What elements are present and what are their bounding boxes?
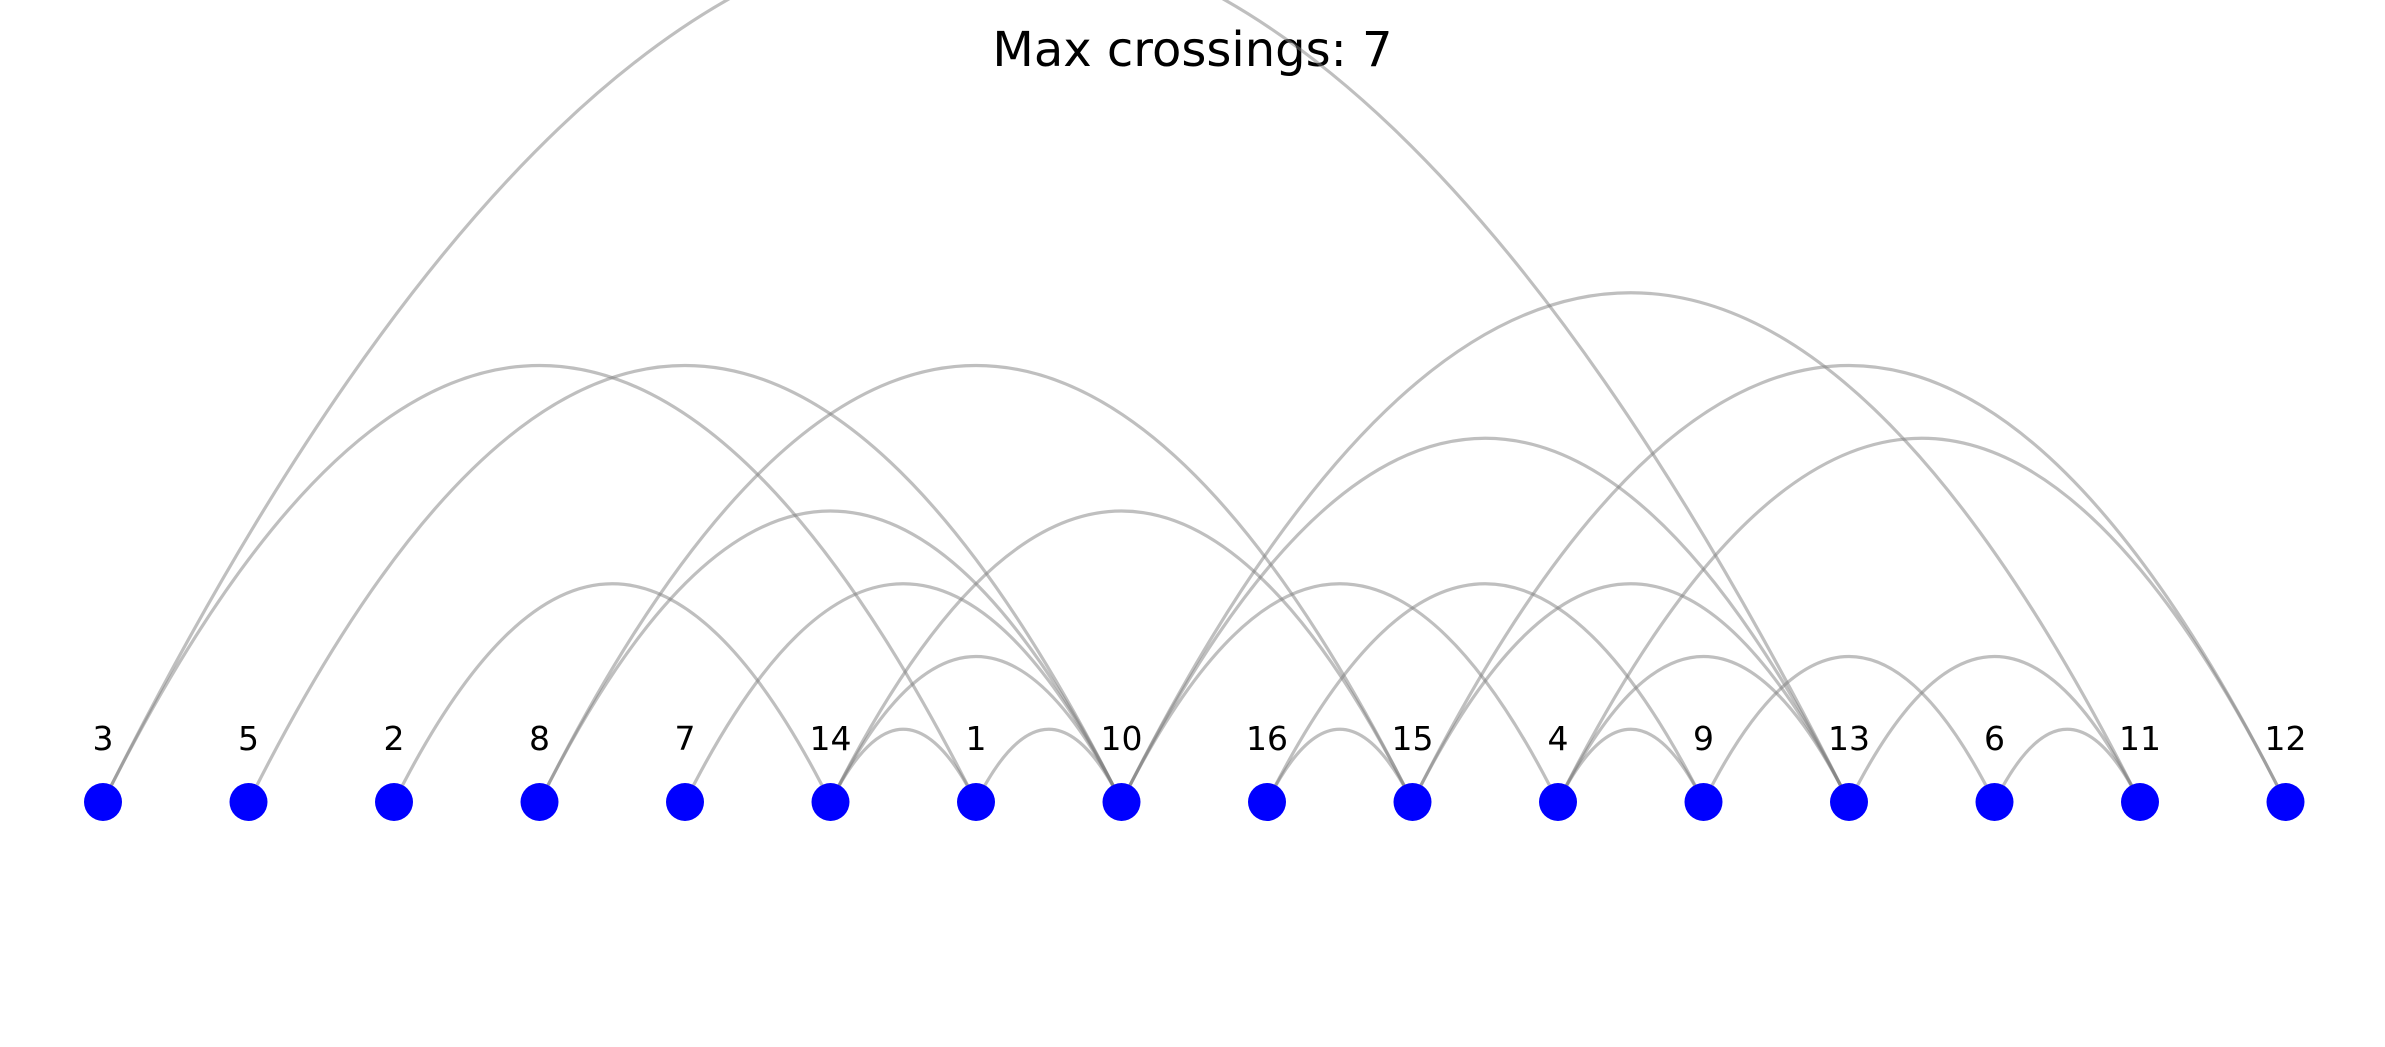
diagram-title: Max crossings: 7	[992, 22, 1392, 78]
edge-3-1	[101, 363, 978, 803]
node-8	[520, 783, 559, 821]
node-6	[1975, 783, 2014, 821]
edge-4-9	[1556, 727, 1705, 803]
node-14	[811, 783, 850, 821]
node-label-11: 11	[2119, 719, 2161, 758]
node-15	[1393, 783, 1432, 821]
node-label-13: 13	[1828, 719, 1870, 758]
node-label-9: 9	[1693, 719, 1714, 758]
node-label-12: 12	[2265, 719, 2307, 758]
edge-8-15	[538, 363, 1414, 803]
node-11	[2121, 783, 2159, 821]
edge-10-4	[1120, 582, 1560, 803]
edge-16-9	[1265, 582, 1705, 803]
edge-1-10	[974, 727, 1123, 803]
edge-10-13	[1120, 436, 1851, 803]
edge-6-11	[1993, 727, 2142, 803]
node-12	[2266, 783, 2305, 821]
node-2	[375, 783, 413, 821]
node-label-16: 16	[1246, 719, 1288, 758]
edge-8-10	[538, 509, 1123, 803]
node-5	[229, 783, 268, 821]
edge-2-14	[392, 582, 832, 803]
edge-10-11	[1120, 291, 2142, 803]
node-7	[666, 783, 704, 821]
label-layer: 3 5 2 8 7 14 1 10 16 15 4 9 13 6 11 12	[93, 719, 2307, 758]
edge-5-10	[247, 363, 1123, 803]
node-label-15: 15	[1392, 719, 1434, 758]
node-label-7: 7	[675, 719, 696, 758]
edge-3-13	[101, 0, 1851, 803]
node-3	[84, 783, 122, 821]
node-13	[1830, 783, 1868, 821]
node-label-4: 4	[1548, 719, 1569, 758]
node-4	[1539, 783, 1577, 821]
edge-13-11	[1847, 654, 2142, 803]
node-label-6: 6	[1984, 719, 2005, 758]
node-label-1: 1	[966, 719, 987, 758]
edge-15-13	[1411, 582, 1851, 803]
node-9	[1684, 783, 1723, 821]
edge-14-10	[829, 654, 1123, 803]
edge-14-1	[829, 727, 978, 803]
edge-15-12	[1411, 363, 2287, 803]
node-label-2: 2	[384, 719, 405, 758]
node-label-5: 5	[238, 719, 259, 758]
edge-4-13	[1556, 654, 1851, 803]
node-label-10: 10	[1101, 719, 1143, 758]
node-10	[1102, 783, 1141, 821]
node-label-14: 14	[810, 719, 852, 758]
edge-layer	[101, 0, 2287, 803]
node-1	[957, 783, 995, 821]
edge-14-15	[829, 509, 1414, 803]
node-layer	[84, 783, 2305, 821]
edge-7-10	[683, 582, 1123, 803]
node-label-8: 8	[529, 719, 550, 758]
edge-9-6	[1702, 654, 1996, 803]
node-label-3: 3	[93, 719, 114, 758]
edge-4-12	[1556, 436, 2287, 803]
node-16	[1248, 783, 1286, 821]
